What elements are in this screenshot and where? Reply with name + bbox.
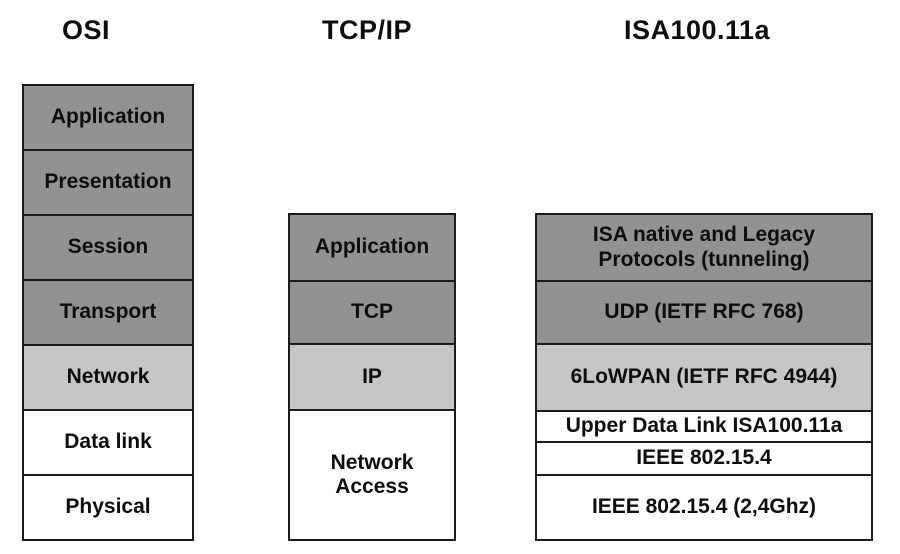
tcpip-layer-tcp-label: TCP	[351, 300, 393, 324]
osi-layer-physical: Physical	[22, 474, 194, 541]
osi-layer-session-label: Session	[67, 235, 149, 259]
osi-layer-presentation-label: Presentation	[44, 170, 172, 194]
column-title-osi: OSI	[61, 15, 110, 45]
osi-layer-physical-label: Physical	[65, 495, 151, 519]
osi-stack: Application Presentation Session Transpo…	[22, 84, 194, 541]
osi-layer-application: Application	[22, 84, 194, 151]
isa-layer-udp: UDP (IETF RFC 768)	[535, 280, 873, 345]
tcpip-layer-application-label: Application	[314, 235, 430, 259]
tcpip-stack: Application TCP IP Network Access	[288, 213, 456, 541]
isa-layer-ieee-802-15-4-phy: IEEE 802.15.4 (2,4Ghz)	[535, 474, 873, 541]
tcpip-layer-ip: IP	[288, 343, 456, 411]
osi-layer-network-label: Network	[66, 365, 150, 389]
isa-layer-udp-label: UDP (IETF RFC 768)	[604, 300, 804, 324]
osi-layer-network: Network	[22, 344, 194, 411]
osi-layer-session: Session	[22, 214, 194, 281]
column-title-tcpip: TCP/IP	[321, 15, 412, 45]
osi-layer-application-label: Application	[50, 105, 166, 129]
osi-layer-presentation: Presentation	[22, 149, 194, 216]
tcpip-layer-application: Application	[288, 213, 456, 282]
tcpip-layer-ip-label: IP	[362, 364, 382, 388]
osi-layer-data-link-label: Data link	[64, 430, 152, 454]
tcpip-layer-network-access: Network Access	[288, 409, 456, 541]
isa100-stack: ISA native and Legacy Protocols (tunneli…	[535, 213, 873, 541]
column-title-isa100-11a: ISA100.11a	[623, 15, 771, 45]
osi-layer-data-link: Data link	[22, 409, 194, 476]
isa-layer-ieee-802-15-4: IEEE 802.15.4	[535, 441, 873, 476]
isa-layer-ieee-802-15-4-phy-label: IEEE 802.15.4 (2,4Ghz)	[591, 495, 817, 519]
isa-layer-upper-data-link: Upper Data Link ISA100.11a	[535, 410, 873, 443]
isa-layer-upper-data-link-label: Upper Data Link ISA100.11a	[565, 414, 843, 438]
tcpip-layer-tcp: TCP	[288, 280, 456, 345]
isa-layer-6lowpan: 6LoWPAN (IETF RFC 4944)	[535, 343, 873, 412]
isa-layer-6lowpan-label: 6LoWPAN (IETF RFC 4944)	[570, 365, 838, 389]
tcpip-layer-network-access-label: Network Access	[330, 450, 414, 498]
isa-layer-native-legacy-protocols: ISA native and Legacy Protocols (tunneli…	[535, 213, 873, 282]
osi-layer-transport: Transport	[22, 279, 194, 346]
isa-layer-native-legacy-protocols-label: ISA native and Legacy Protocols (tunneli…	[592, 223, 816, 271]
osi-layer-transport-label: Transport	[59, 300, 157, 324]
isa-layer-ieee-802-15-4-label: IEEE 802.15.4	[636, 446, 772, 470]
